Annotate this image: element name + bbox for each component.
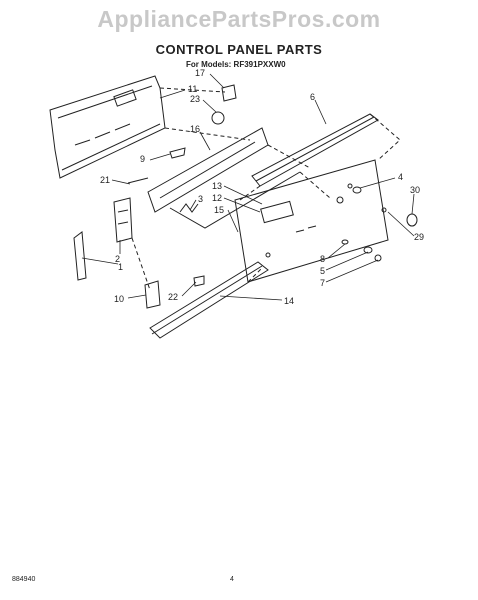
callout-29: 29	[414, 232, 424, 242]
callout-15: 15	[214, 205, 224, 215]
part-rear-panel	[49, 75, 166, 179]
part-bracket-left	[144, 280, 161, 309]
callout-11: 11	[188, 84, 197, 94]
document-code: 884940	[12, 576, 36, 583]
callout-12: 12	[212, 193, 222, 203]
callout-1: 1	[118, 262, 123, 272]
part-clip	[169, 147, 186, 159]
callout-7: 7	[320, 278, 325, 288]
callout-23: 23	[190, 94, 200, 104]
part-buttons	[341, 239, 382, 262]
callout-16: 16	[190, 124, 200, 134]
callout-5: 5	[320, 266, 325, 276]
model-subtitle: For Models: RF391PXXW0	[186, 60, 286, 69]
callout-3: 3	[198, 194, 203, 204]
callout-6: 6	[310, 92, 315, 102]
watermark: AppliancePartsPros.com	[97, 6, 381, 32]
callout-21: 21	[100, 175, 110, 185]
callout-13: 13	[212, 181, 222, 191]
callout-4: 4	[398, 172, 403, 182]
part-top-trim	[251, 113, 379, 187]
callout-17: 17	[195, 68, 205, 78]
part-lower-trim	[149, 261, 269, 339]
part-side-bracket	[73, 231, 87, 281]
part-switch	[113, 197, 133, 243]
callout-30: 30	[410, 185, 420, 195]
callout-10: 10	[114, 294, 124, 304]
page-number: 4	[230, 576, 234, 583]
callout-8: 8	[320, 254, 325, 264]
part-clip-small	[193, 275, 205, 287]
part-screw	[127, 177, 149, 184]
callout-14: 14	[284, 296, 294, 306]
part-spring	[179, 203, 199, 213]
page-title: CONTROL PANEL PARTS	[155, 42, 323, 57]
callout-22: 22	[168, 292, 178, 302]
part-control-panel	[234, 159, 389, 283]
callout-9: 9	[140, 154, 145, 164]
part-clock-knob	[211, 84, 237, 125]
callout-2: 2	[115, 254, 120, 264]
